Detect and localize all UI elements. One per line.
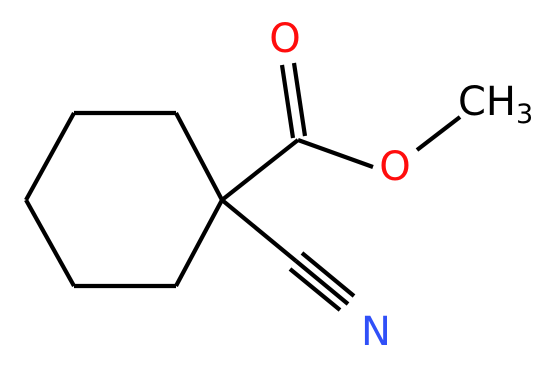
ring-to-carbonyl-bond	[220, 138, 300, 202]
ring-to-nitrile-bond	[220, 198, 298, 263]
cyclohexane-ring	[24, 110, 224, 289]
ring-bond	[174, 112, 224, 201]
triple-bond-line	[294, 259, 350, 306]
ring-bond	[24, 111, 76, 202]
triple-bond-line	[288, 267, 342, 312]
ester-oxygen-to-methyl-bond	[415, 115, 462, 152]
ester-oxygen-label: O	[379, 144, 410, 190]
methyl-subscript: 3	[516, 99, 533, 130]
methyl-symbol: CH	[458, 79, 516, 125]
nitrile-group	[220, 198, 356, 312]
ring-bond	[174, 199, 224, 287]
methyl-label: CH3	[458, 79, 533, 130]
carbonyl-double-bond-b	[291, 62, 308, 137]
triple-bond-line	[300, 251, 356, 298]
carbonyl-to-ester-oxygen-bond	[297, 138, 374, 169]
nitrile-nitrogen-label: N	[361, 309, 391, 355]
ester-group	[220, 62, 462, 202]
ring-bond	[24, 198, 76, 288]
carbonyl-double-bond-a	[279, 64, 296, 139]
carbonyl-oxygen-label: O	[269, 16, 300, 62]
